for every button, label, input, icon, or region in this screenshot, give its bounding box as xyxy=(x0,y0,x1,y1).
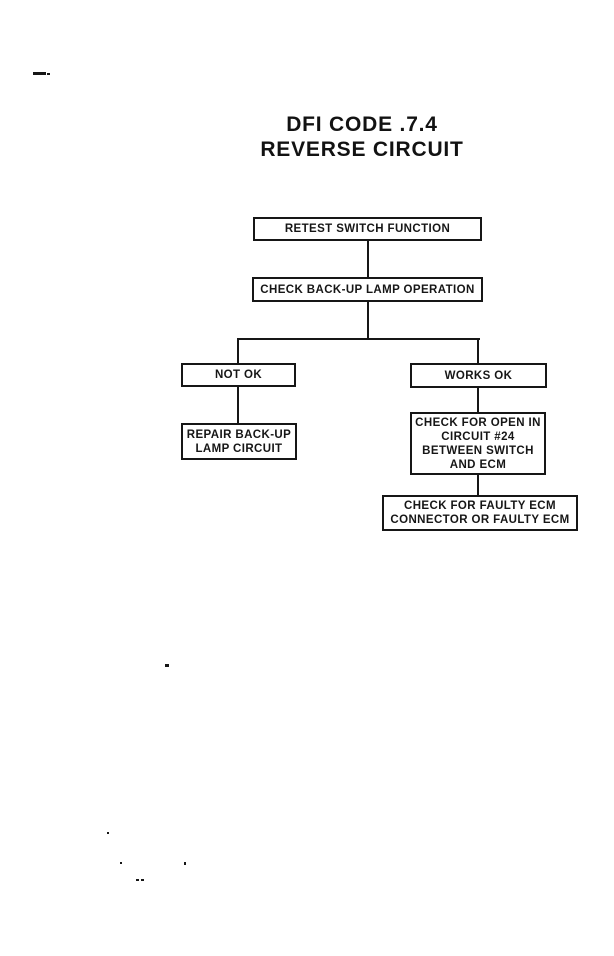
scan-speck xyxy=(47,73,50,75)
connector-retest-to-check-lamp xyxy=(367,241,369,277)
connector-not-ok-to-repair xyxy=(237,387,239,423)
scan-speck xyxy=(136,879,139,881)
connector-check-lamp-to-branch xyxy=(367,301,369,340)
connector-check-open-to-check-faulty xyxy=(477,475,479,495)
title-line-1: DFI CODE .7.4 xyxy=(286,113,438,136)
flow-node-repair-backup-lamp-circuit: REPAIR BACK-UP LAMP CIRCUIT xyxy=(181,423,297,460)
connector-branch-to-works-ok xyxy=(477,338,479,363)
scan-speck xyxy=(120,862,122,864)
flow-node-works-ok: WORKS OK xyxy=(410,363,547,388)
title-line-2: REVERSE CIRCUIT xyxy=(260,138,464,161)
connector-branch-to-not-ok xyxy=(237,338,239,363)
flow-node-check-open-circuit-24: CHECK FOR OPEN IN CIRCUIT #24 BETWEEN SW… xyxy=(410,412,546,475)
scan-speck xyxy=(184,862,186,865)
connector-works-ok-to-check-open xyxy=(477,388,479,412)
flow-node-not-ok: NOT OK xyxy=(181,363,296,387)
flow-node-retest-switch-function: RETEST SWITCH FUNCTION xyxy=(253,217,482,241)
page-title: DFI CODE .7.4 REVERSE CIRCUIT xyxy=(112,112,612,162)
scan-speck xyxy=(141,879,144,881)
flow-node-check-backup-lamp-operation: CHECK BACK-UP LAMP OPERATION xyxy=(252,277,483,302)
flow-node-check-faulty-ecm: CHECK FOR FAULTY ECM CONNECTOR OR FAULTY… xyxy=(382,495,578,531)
branch-horizontal-line xyxy=(237,338,480,340)
scan-speck xyxy=(107,832,109,834)
scan-dash-mark xyxy=(33,72,46,75)
scan-speck xyxy=(165,664,169,667)
